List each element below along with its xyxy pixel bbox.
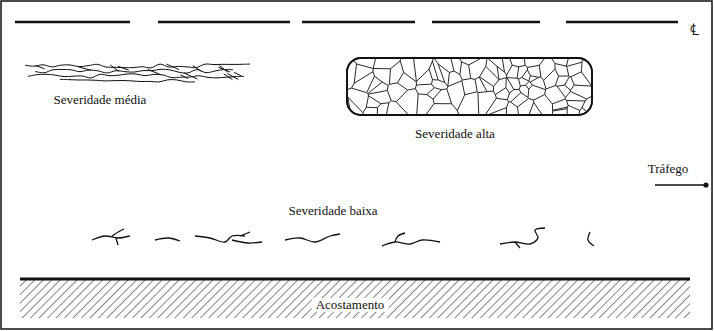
medium-cracks: [25, 64, 250, 82]
centerline-symbol: ℄: [690, 21, 699, 39]
severity-label: Severidade média: [54, 93, 147, 107]
low-cracks: [92, 228, 594, 248]
traffic-arrow: [655, 182, 709, 187]
centerline-dashes: [15, 21, 678, 24]
shoulder-label: Acostamento: [312, 298, 389, 312]
high-severity-patch: [347, 58, 592, 115]
traffic-label: Tráfego: [648, 162, 689, 176]
shoulder: [20, 279, 690, 318]
severity-label: Severidade baixa: [288, 204, 377, 218]
severity-label: Severidade alta: [415, 127, 495, 141]
